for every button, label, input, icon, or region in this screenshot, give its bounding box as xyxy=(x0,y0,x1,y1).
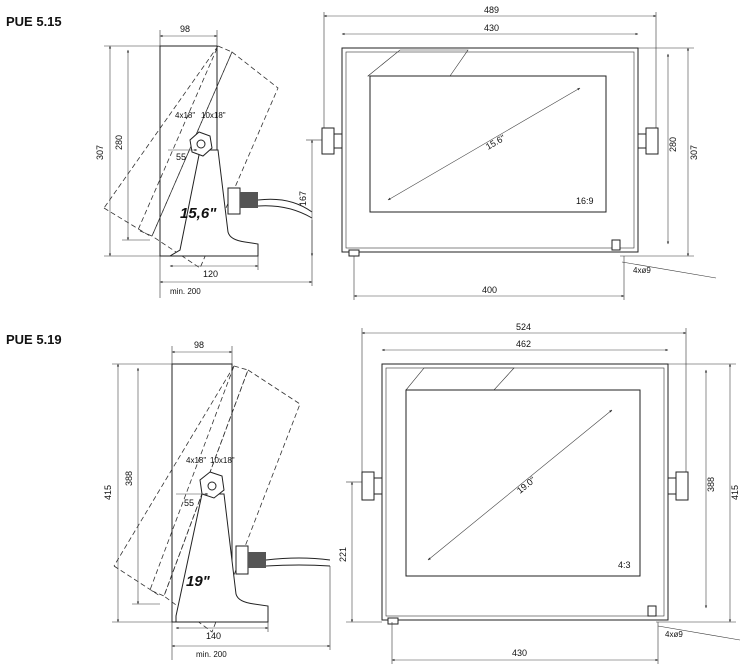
pue515-screw-a: 4x18" xyxy=(175,111,195,120)
pue519-diagonal: 19.0" xyxy=(515,475,537,496)
pue515-pivot-height: 167 xyxy=(298,191,308,206)
pue515-section: PUE 5.15 98 307 280 xyxy=(6,5,717,300)
pue519-base-width: 140 xyxy=(206,631,221,641)
pue515-base-width: 120 xyxy=(203,269,218,279)
pue519-title: PUE 5.19 xyxy=(6,332,62,347)
pue515-pivot-offset: 55 xyxy=(176,152,186,162)
pue519-min-depth: min. 200 xyxy=(196,650,227,659)
pue515-holes: 4xø9 xyxy=(633,266,651,275)
pue519-holes: 4xø9 xyxy=(665,630,683,639)
pue519-pivot-offset: 55 xyxy=(184,498,194,508)
pue515-ratio: 16:9 xyxy=(576,196,594,206)
pue519-front-height: 415 xyxy=(730,485,740,500)
pue519-section: PUE 5.19 98 415 388 4x xyxy=(6,322,741,664)
pue519-front-width-frame: 462 xyxy=(516,339,531,349)
pue515-front-inner: 280 xyxy=(668,137,678,152)
pue519-front-width-total: 524 xyxy=(516,322,531,332)
pue515-front-height: 307 xyxy=(689,145,699,160)
pue519-ratio: 4:3 xyxy=(618,560,631,570)
pue519-pivot-height: 221 xyxy=(338,547,348,562)
pue515-screw-b: 10x18" xyxy=(201,111,226,120)
pue519-side-height-label: 415 xyxy=(103,485,113,500)
pue515-title: PUE 5.15 xyxy=(6,14,62,29)
pue515-front-width-frame: 430 xyxy=(484,23,499,33)
pue519-side-inner-label: 388 xyxy=(124,471,134,486)
pue519-screw-b: 10x18" xyxy=(210,456,235,465)
pue519-front-view: 524 462 19.0" 4:3 415 388 2 xyxy=(338,322,741,664)
pue515-side-inner-label: 280 xyxy=(114,135,124,150)
pue515-diagonal: 15.6" xyxy=(484,133,507,152)
pue515-side-view: 98 307 280 xyxy=(95,24,313,298)
pue515-front-width-total: 489 xyxy=(484,5,499,15)
pue519-size-label: 19" xyxy=(186,573,211,590)
pue519-screw-a: 4x18" xyxy=(186,456,206,465)
pue515-foot-span: 400 xyxy=(482,285,497,295)
pue519-side-view: 98 415 388 4x18" 10x18" 55 19" xyxy=(103,340,331,660)
pue515-size-label: 15,6" xyxy=(180,205,217,222)
pue515-side-height-label: 307 xyxy=(95,145,105,160)
pue519-foot-span: 430 xyxy=(512,648,527,658)
pue519-side-width-label: 98 xyxy=(194,340,204,350)
pue515-side-width-label: 98 xyxy=(180,24,190,34)
pue515-min-depth: min. 200 xyxy=(170,287,201,296)
pue515-front-view: 489 430 15.6" 16:9 307 xyxy=(298,5,717,300)
pue519-front-inner: 388 xyxy=(706,477,716,492)
